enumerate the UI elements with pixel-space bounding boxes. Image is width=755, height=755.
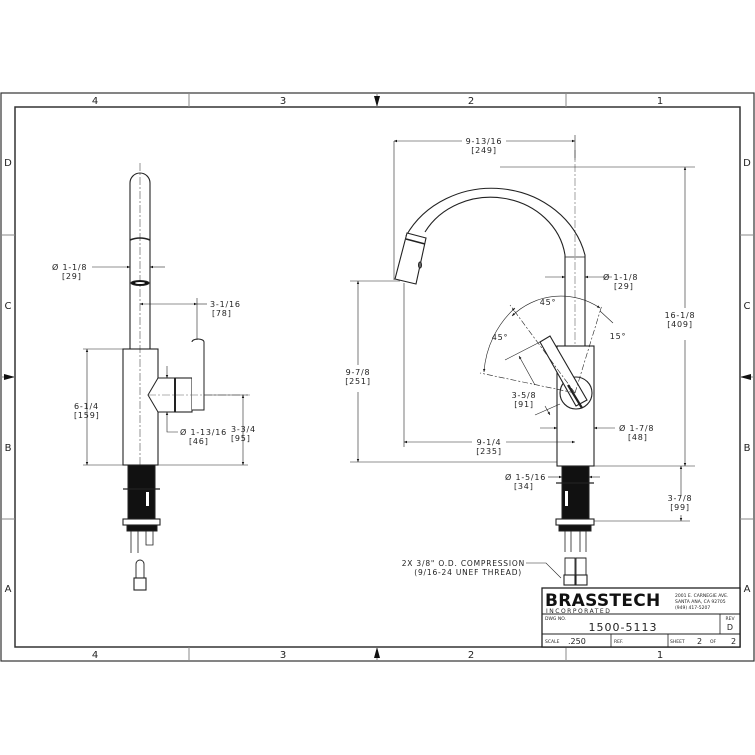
scale-value: .250: [568, 637, 586, 646]
side-view: [122, 163, 250, 591]
phone: (949) 417-5207: [675, 605, 710, 611]
front-view: [394, 150, 595, 586]
rev-value: D: [727, 623, 733, 632]
title-block-text: BRASSTECH INCORPORATED 2001 E. CARNEGIE …: [545, 591, 736, 646]
title-block: [541, 587, 741, 648]
dwg-no: 1500-5113: [589, 621, 658, 634]
address-line2: SANTA ANA, CA 92705: [675, 599, 726, 605]
company-logo: BRASSTECH: [545, 591, 661, 611]
side-handle-offset: 3-1/16: [210, 300, 241, 309]
side-spout-dia-mm: [29]: [62, 272, 82, 281]
front-overall-height-mm: [409]: [667, 320, 693, 329]
company-sub: INCORPORATED: [546, 608, 611, 615]
center-marks: [4, 96, 751, 658]
sheet-total: 2: [731, 637, 736, 646]
front-body-dia-mm: [48]: [628, 433, 648, 442]
front-handle-clearance: 3-5/8: [512, 391, 537, 400]
sheet-frame: [0, 92, 755, 662]
zone-left-d: D: [4, 158, 12, 169]
zone-right-c: C: [744, 301, 751, 312]
of-label: OF: [710, 639, 717, 645]
zone-top-3: 3: [280, 96, 286, 107]
front-spout-center: 9-1/4: [477, 438, 502, 447]
scale-label: SCALE: [545, 639, 560, 645]
address-line1: 2001 E. CARNEGIE AVE.: [675, 593, 728, 599]
side-body-height-mm: [159]: [74, 411, 100, 420]
side-view-labels: Ø 1-1/8 [29] 3-1/16 [78] 6-1/4 [159] Ø 1…: [52, 262, 256, 446]
front-angle-sweep: 45°: [540, 298, 557, 307]
front-shank-length-mm: [99]: [670, 503, 690, 512]
front-spout-dia: Ø 1-1/8: [603, 272, 638, 282]
zone-left-b: B: [5, 443, 12, 454]
zone-left-a: A: [5, 584, 12, 595]
front-angle-forward: 45°: [492, 333, 509, 342]
dwg-no-label: DWG NO.: [545, 616, 566, 622]
front-angle-back: 15°: [610, 332, 627, 341]
sheet-number: 2: [697, 637, 702, 646]
zone-right-d: D: [743, 158, 751, 169]
front-spout-reach-mm: [249]: [471, 146, 497, 155]
front-shank-dia: Ø 1-5/16: [505, 472, 546, 482]
zone-bottom-2: 2: [468, 650, 474, 661]
zone-bottom-1: 1: [657, 650, 663, 661]
front-spout-reach: 9-13/16: [466, 137, 503, 146]
zone-bottom-4: 4: [92, 650, 98, 661]
compression-note-1: 2X 3/8" O.D. COMPRESSION: [402, 559, 525, 568]
front-view-dimensions: [350, 135, 695, 579]
zone-top-4: 4: [92, 96, 98, 107]
front-spout-dia-mm: [29]: [614, 282, 634, 291]
zone-left-c: C: [5, 301, 12, 312]
side-handle-height: 3-3/4: [231, 425, 256, 434]
side-handle-dia: Ø 1-13/16: [180, 427, 227, 437]
front-handle-clearance-mm: [91]: [514, 400, 534, 409]
ref-label: REF.: [614, 639, 623, 645]
side-view-dimensions: [83, 265, 248, 466]
rev-label: REV: [725, 616, 735, 622]
side-handle-height-mm: [95]: [231, 434, 251, 443]
zone-top-2: 2: [468, 96, 474, 107]
side-handle-offset-mm: [78]: [212, 309, 232, 318]
zone-labels: 4 3 2 1 4 3 2 1 D C B A D C B A: [4, 96, 751, 661]
side-body-height: 6-1/4: [74, 402, 99, 411]
front-view-labels: 9-13/16 [249] Ø 1-1/8 [29] 16-1/8 [409] …: [345, 137, 696, 577]
sheet-label: SHEET: [670, 639, 685, 645]
side-handle-dia-mm: [46]: [189, 437, 209, 446]
front-outlet-height-mm: [251]: [345, 377, 371, 386]
side-spout-dia: Ø 1-1/8: [52, 262, 87, 272]
front-shank-dia-mm: [34]: [514, 482, 534, 491]
zone-top-1: 1: [657, 96, 663, 107]
front-overall-height: 16-1/8: [665, 311, 696, 320]
front-body-dia: Ø 1-7/8: [619, 423, 654, 433]
zone-bottom-3: 3: [280, 650, 286, 661]
zone-right-a: A: [744, 584, 751, 595]
compression-note-2: (9/16-24 UNEF THREAD): [414, 568, 522, 577]
front-spout-center-mm: [235]: [476, 447, 502, 456]
front-outlet-height: 9-7/8: [346, 368, 371, 377]
zone-right-b: B: [744, 443, 751, 454]
front-shank-length: 3-7/8: [668, 494, 693, 503]
